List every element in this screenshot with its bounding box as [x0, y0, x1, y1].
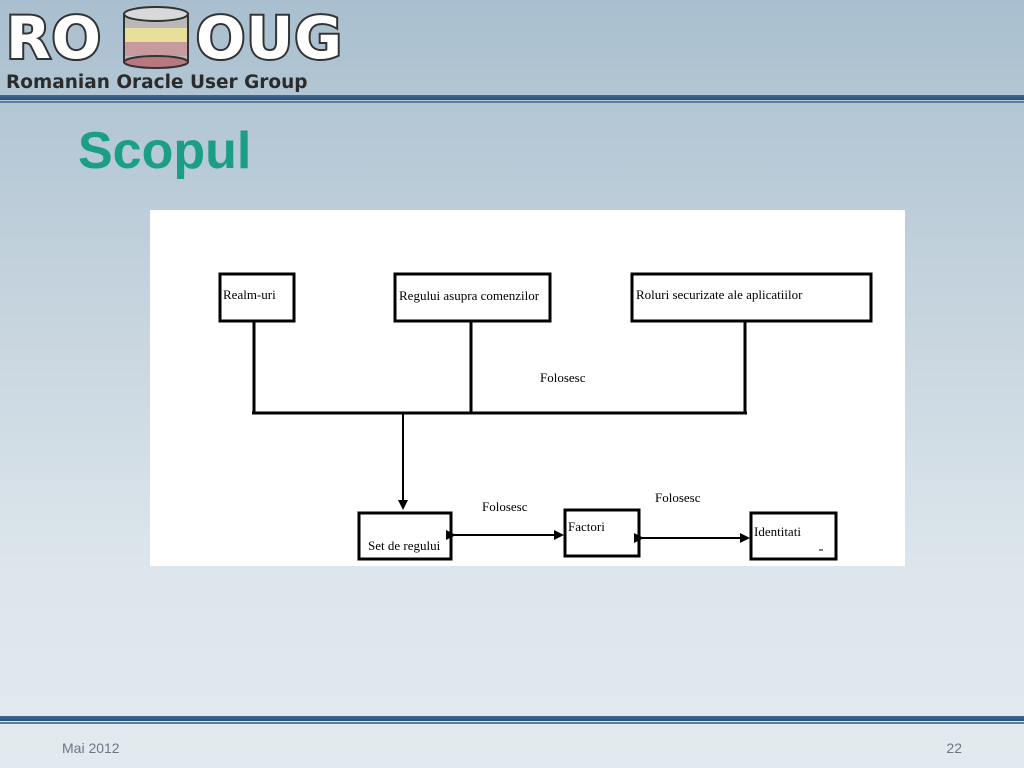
rooug-logo: RO OUG Romanian Oracle User Group [0, 0, 380, 96]
footer-rule [0, 716, 1024, 721]
box-set [357, 511, 453, 561]
footer-rule-thin [0, 722, 1024, 724]
header-rule [0, 95, 1024, 100]
flow-diagram: Realm-uri Regului asupra comenzilor Rolu… [218, 272, 873, 561]
box-roluri [630, 272, 873, 323]
header-rule-thin [0, 101, 1024, 103]
box-set-label: Set de regului [368, 538, 441, 553]
box-identitati-label: Identitati [754, 524, 801, 539]
page-number: 22 [946, 740, 962, 756]
box-identitati [749, 511, 838, 561]
logo-subtitle: Romanian Oracle User Group [6, 72, 308, 93]
logo-word-oug: OUG [194, 2, 344, 74]
box-regului [393, 272, 552, 323]
box-factori [563, 508, 641, 558]
diagram-panel: Realm-uri Regului asupra comenzilor Rolu… [150, 210, 905, 566]
label-folosesc-left: Folosesc [482, 499, 528, 514]
label-folosesc-top: Folosesc [540, 370, 586, 385]
footer-date: Mai 2012 [62, 740, 120, 756]
box-roluri-label: Roluri securizate ale aplicatiilor [636, 287, 803, 302]
box-regului-label: Regului asupra comenzilor [399, 288, 540, 303]
box-realm [218, 272, 296, 323]
logo-word-ro: RO [4, 2, 103, 74]
database-icon [123, 6, 189, 69]
slide-title: Scopul [78, 122, 252, 180]
label-folosesc-right: Folosesc [655, 490, 701, 505]
box-realm-label: Realm-uri [223, 287, 276, 302]
box-factori-label: Factori [568, 519, 605, 534]
